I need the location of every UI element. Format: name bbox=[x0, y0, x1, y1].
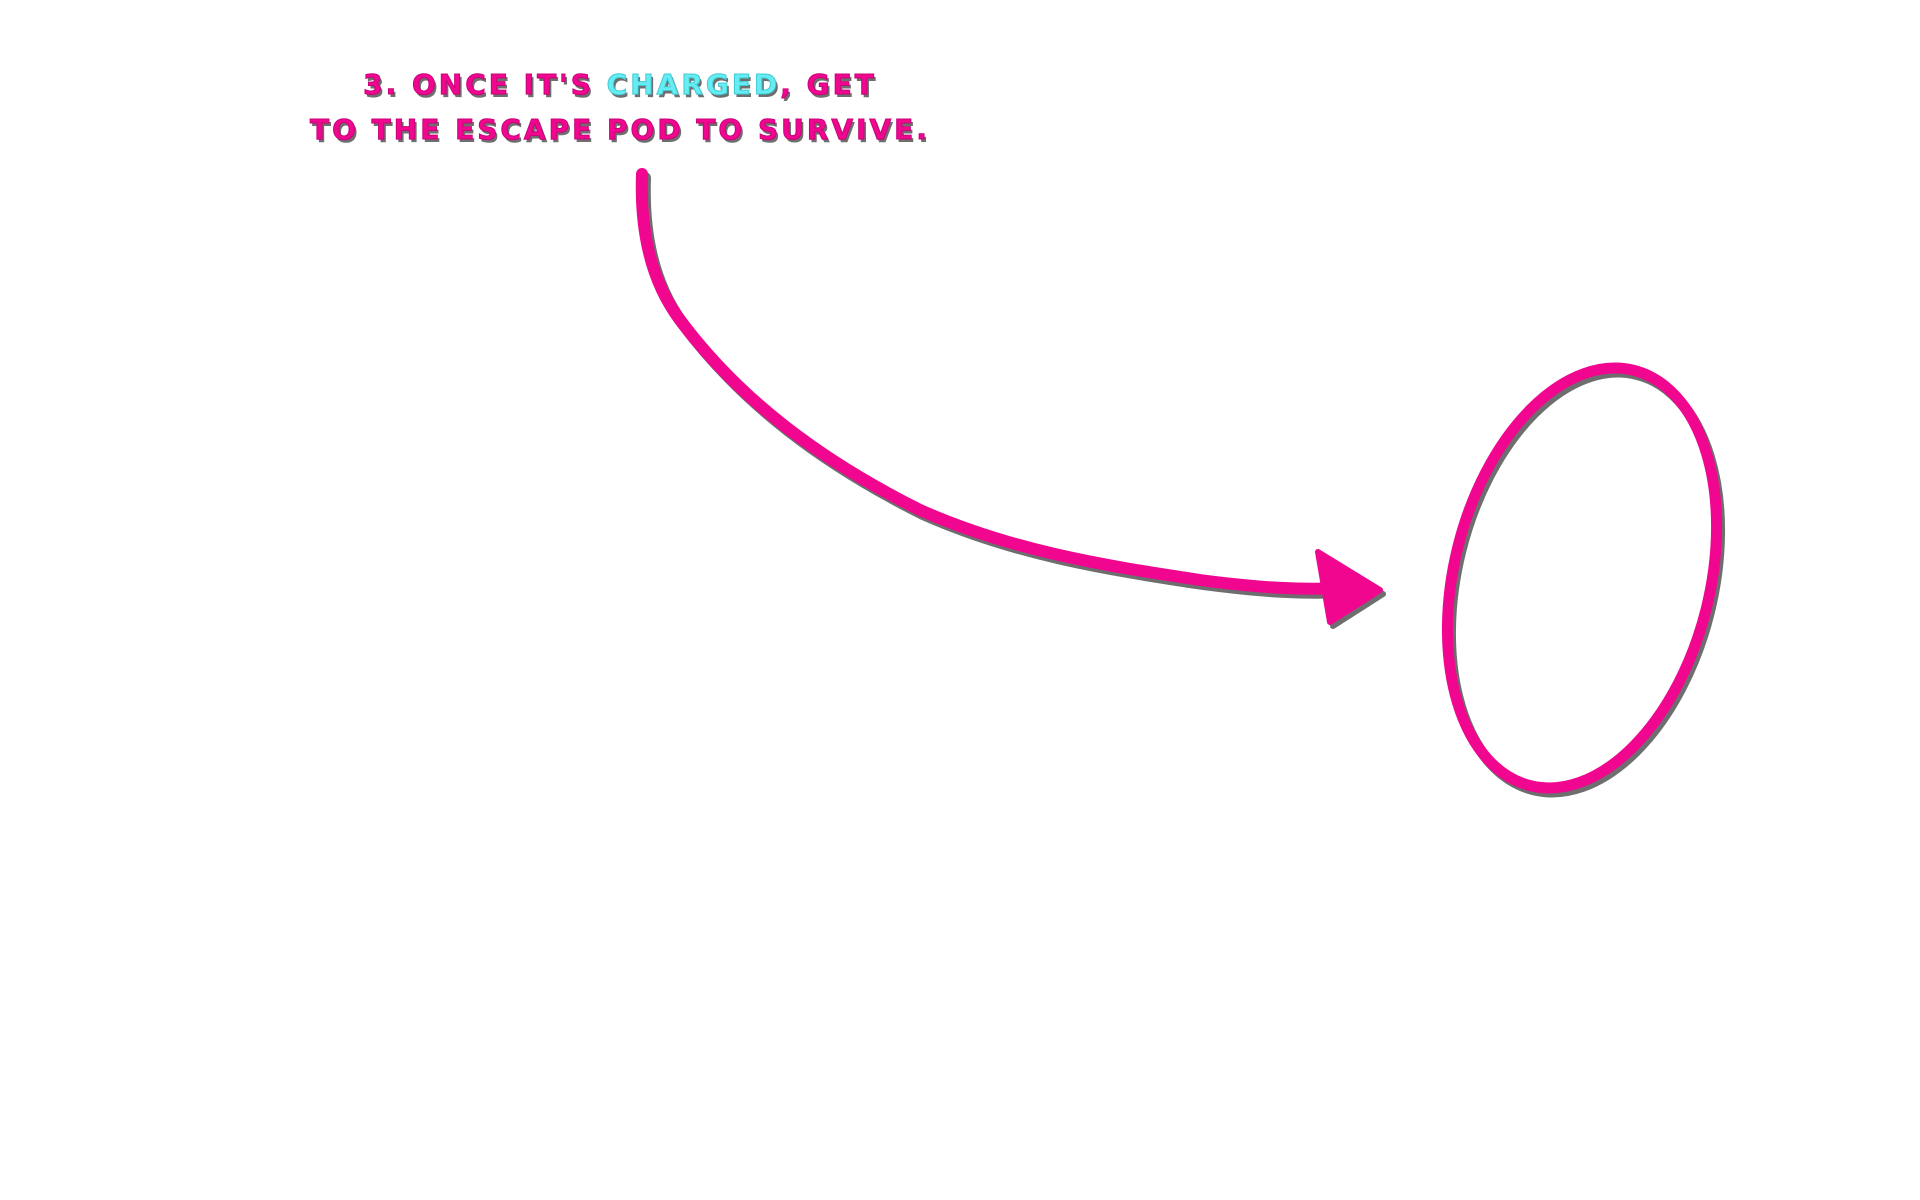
instruction-line-1-end: , GET bbox=[780, 68, 877, 102]
curved-arrow-icon bbox=[635, 168, 1383, 625]
tutorial-instruction-text: 3. ONCE IT'S CHARGED, GET TO THE ESCAPE … bbox=[260, 62, 980, 152]
annotation-shadow bbox=[638, 172, 1726, 798]
instruction-line-1-start: 3. ONCE IT'S bbox=[363, 68, 607, 102]
instruction-highlight-word: CHARGED bbox=[606, 68, 781, 102]
instruction-line-2: TO THE ESCAPE POD TO SURVIVE. bbox=[310, 113, 930, 147]
target-circle-icon bbox=[1441, 362, 1723, 794]
instruction-line-1: 3. ONCE IT'S CHARGED, GET bbox=[260, 62, 980, 107]
